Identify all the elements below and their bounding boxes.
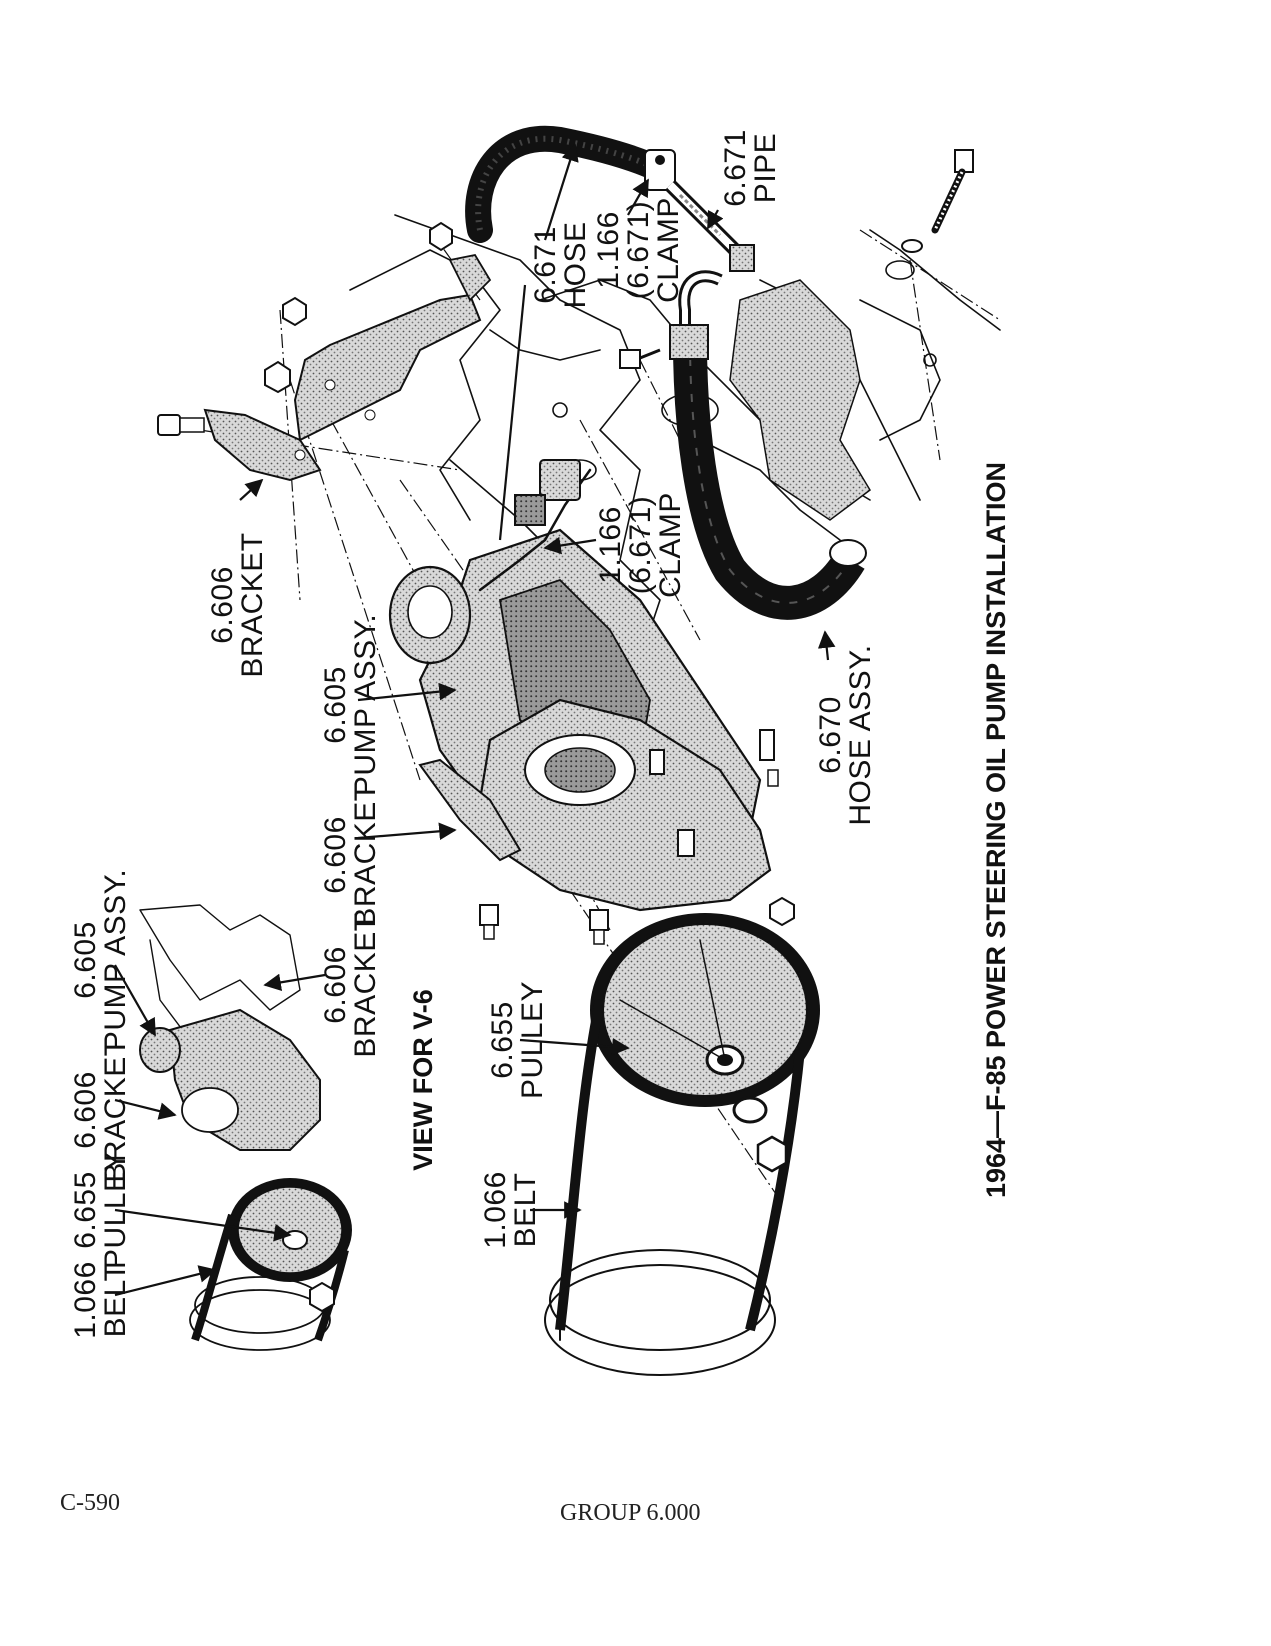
- label-pipe-number: 6.671: [719, 129, 752, 207]
- label-belt-main: 1.066 BELT: [479, 1171, 542, 1249]
- bolt-lower-3: [649, 749, 695, 857]
- label-inset-bracket-number: 6.606: [69, 1071, 102, 1149]
- caption: 1964—F-85 POWER STEERING OIL PUMP INSTAL…: [981, 462, 1011, 1198]
- label-pulley-main-number: 6.655: [486, 1001, 519, 1079]
- label-inset-bracket2-number: 6.606: [319, 946, 352, 1024]
- label-bracket-mid-text: BRACKET: [349, 782, 382, 927]
- label-pipe-text: PIPE: [749, 133, 782, 203]
- label-clamp-mid-text: CLAMP: [654, 492, 687, 598]
- label-clamp-mid-number: 1.166: [594, 506, 627, 584]
- label-pump-assy: 6.605 PUMP ASSY.: [319, 614, 382, 796]
- label-bracket-mid-number: 6.606: [319, 816, 352, 894]
- inset-title: VIEW FOR V-6: [408, 989, 438, 1171]
- intake-manifold: [729, 279, 871, 521]
- pipe-fitting: [729, 244, 755, 272]
- label-bracket-mid: 6.606 BRACKET: [319, 782, 382, 927]
- label-hose-assy-number: 6.670: [814, 696, 847, 774]
- label-inset-pulley-text: PULLEY: [99, 1151, 132, 1269]
- caption-text: 1964—F-85 POWER STEERING OIL PUMP INSTAL…: [981, 462, 1011, 1198]
- label-inset-pump: 6.605 PUMP ASSY.: [69, 869, 132, 1051]
- page-number: C-590: [60, 1490, 120, 1516]
- label-inset-pump-number: 6.605: [69, 921, 102, 999]
- label-clamp-top-number: 1.166: [592, 211, 625, 289]
- bracket-tab: [448, 253, 492, 302]
- label-inset-belt-text: BELT: [99, 1263, 132, 1338]
- bolt-lower-1: [479, 904, 499, 940]
- upper-bracket-arm: [293, 293, 482, 442]
- label-pump-assy-text: PUMP ASSY.: [349, 614, 382, 796]
- label-inset-title: VIEW FOR V-6: [408, 989, 438, 1171]
- label-hose-top-number: 6.671: [529, 226, 562, 304]
- label-belt-main-text: BELT: [509, 1173, 542, 1248]
- label-clamp-top-ref: (6.671): [622, 201, 655, 300]
- label-inset-bracket2: 6.606 BRACKET: [319, 912, 382, 1057]
- inset-pump: [168, 1008, 321, 1151]
- inset-pulley: [228, 1178, 352, 1282]
- label-clamp-mid: 1.166 (6.671) CLAMP: [594, 492, 687, 598]
- label-inset-pulley: 6.655 PULLEY: [69, 1151, 132, 1269]
- bolt-upper-4: [619, 348, 661, 369]
- label-inset-bracket-text: BRACKET: [99, 1037, 132, 1182]
- label-pipe: 6.671 PIPE: [719, 129, 782, 207]
- label-bracket-top-text: BRACKET: [236, 532, 269, 677]
- crank-pulley-main: [544, 1249, 776, 1376]
- label-inset-pulley-number: 6.655: [69, 1171, 102, 1249]
- hose-clamp-top: [644, 149, 676, 191]
- hose-clamp-mid: [514, 459, 581, 526]
- inset-nut: [309, 1281, 335, 1313]
- label-clamp-top-text: CLAMP: [652, 197, 685, 303]
- pulley-nut-main: [732, 1096, 788, 1173]
- label-clamp-top: 1.166 (6.671) CLAMP: [592, 197, 685, 303]
- nut-lower-1: [769, 896, 795, 927]
- label-belt-main-number: 1.066: [479, 1171, 512, 1249]
- group-label: GROUP 6.000: [560, 1500, 701, 1526]
- label-inset-belt: 1.066 BELT: [69, 1261, 132, 1339]
- nut-upper-2: [282, 296, 307, 327]
- belt-main: [555, 999, 805, 1332]
- pulley-main: [590, 913, 820, 1107]
- nut-upper-3: [429, 221, 453, 252]
- nut-upper-1: [264, 360, 291, 394]
- label-hose-assy: 6.670 HOSE ASSY.: [814, 644, 877, 825]
- label-bracket-top: 6.606 BRACKET: [206, 532, 269, 677]
- label-inset-bracket: 6.606 BRACKET: [69, 1037, 132, 1182]
- label-pulley-main: 6.655 PULLEY: [486, 981, 549, 1099]
- fitting-right: [759, 729, 779, 787]
- bolt-upper-left: [157, 414, 205, 436]
- hose-assembly-fitting: [669, 324, 709, 360]
- label-hose-assy-text: HOSE ASSY.: [844, 644, 877, 825]
- label-hose-top-text: HOSE: [559, 221, 592, 308]
- label-bracket-top-number: 6.606: [206, 566, 239, 644]
- label-hose-top: 6.671 HOSE: [529, 221, 592, 308]
- label-inset-pump-text: PUMP ASSY.: [99, 869, 132, 1051]
- label-clamp-mid-ref: (6.671): [624, 496, 657, 595]
- label-inset-belt-number: 1.066: [69, 1261, 102, 1339]
- leader-lines: [114, 143, 836, 1297]
- stud-bolt-right: [901, 149, 974, 253]
- label-pump-assy-number: 6.605: [319, 666, 352, 744]
- label-inset-bracket2-text: BRACKET: [349, 912, 382, 1057]
- bolt-lower-2: [589, 909, 609, 945]
- upper-bracket: [203, 408, 322, 482]
- label-pulley-main-text: PULLEY: [516, 981, 549, 1099]
- bracket-arm-lower: [418, 758, 522, 862]
